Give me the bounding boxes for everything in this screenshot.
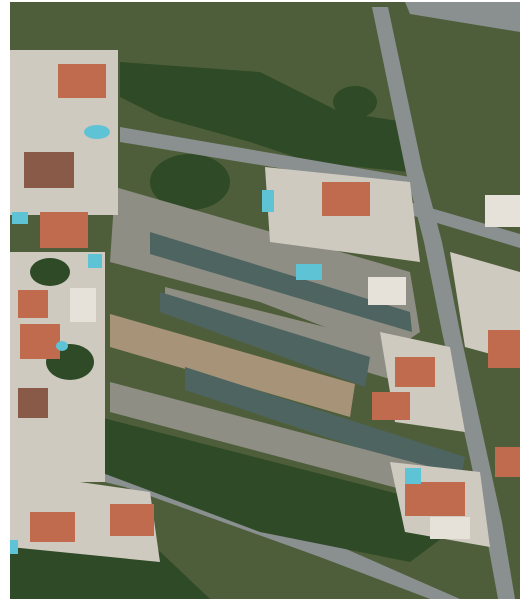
building-roof (322, 182, 370, 216)
building-roof (495, 447, 520, 477)
road-northeast (405, 2, 520, 32)
road-north-south (372, 7, 515, 599)
building-roof (18, 290, 48, 318)
swimming-pool (262, 190, 274, 212)
tree-cluster (220, 90, 260, 114)
building-roof (20, 324, 60, 359)
building-roof (430, 517, 470, 539)
canal-upper (150, 232, 412, 332)
north-dense-vegetation (120, 62, 408, 172)
dry-field-strip (110, 314, 355, 417)
swimming-pool (88, 254, 102, 268)
building-roof (110, 504, 154, 536)
canal-middle (160, 292, 370, 387)
building-roof (485, 195, 520, 227)
building-roof (488, 330, 520, 368)
building-roof (372, 392, 410, 420)
gravel-bank-lower (110, 382, 450, 502)
swimming-pool (12, 212, 28, 224)
building-roof (40, 212, 88, 248)
tree-cluster (150, 154, 230, 210)
building-roof (58, 64, 106, 98)
building-roof (24, 152, 74, 188)
building-roof (368, 277, 406, 305)
swimming-pool (296, 264, 322, 280)
swimming-pool (56, 341, 68, 351)
swimming-pool (10, 540, 18, 554)
building-roof (405, 482, 465, 516)
building-roof (30, 512, 75, 542)
tree-cluster (333, 86, 377, 118)
building-roof (395, 357, 435, 387)
south-dense-vegetation (80, 412, 450, 562)
building-roof (18, 388, 48, 418)
east-scrub-field (395, 32, 520, 182)
swimming-pool (84, 125, 110, 139)
swimming-pool (405, 468, 421, 484)
garden-trees (30, 258, 70, 286)
canal-lower (185, 367, 465, 482)
building-roof (70, 288, 96, 322)
aerial-map-canvas (10, 2, 520, 599)
road-diagonal-mid (120, 127, 412, 190)
road-east-branch (410, 202, 520, 248)
aerial-map[interactable] (10, 2, 520, 599)
